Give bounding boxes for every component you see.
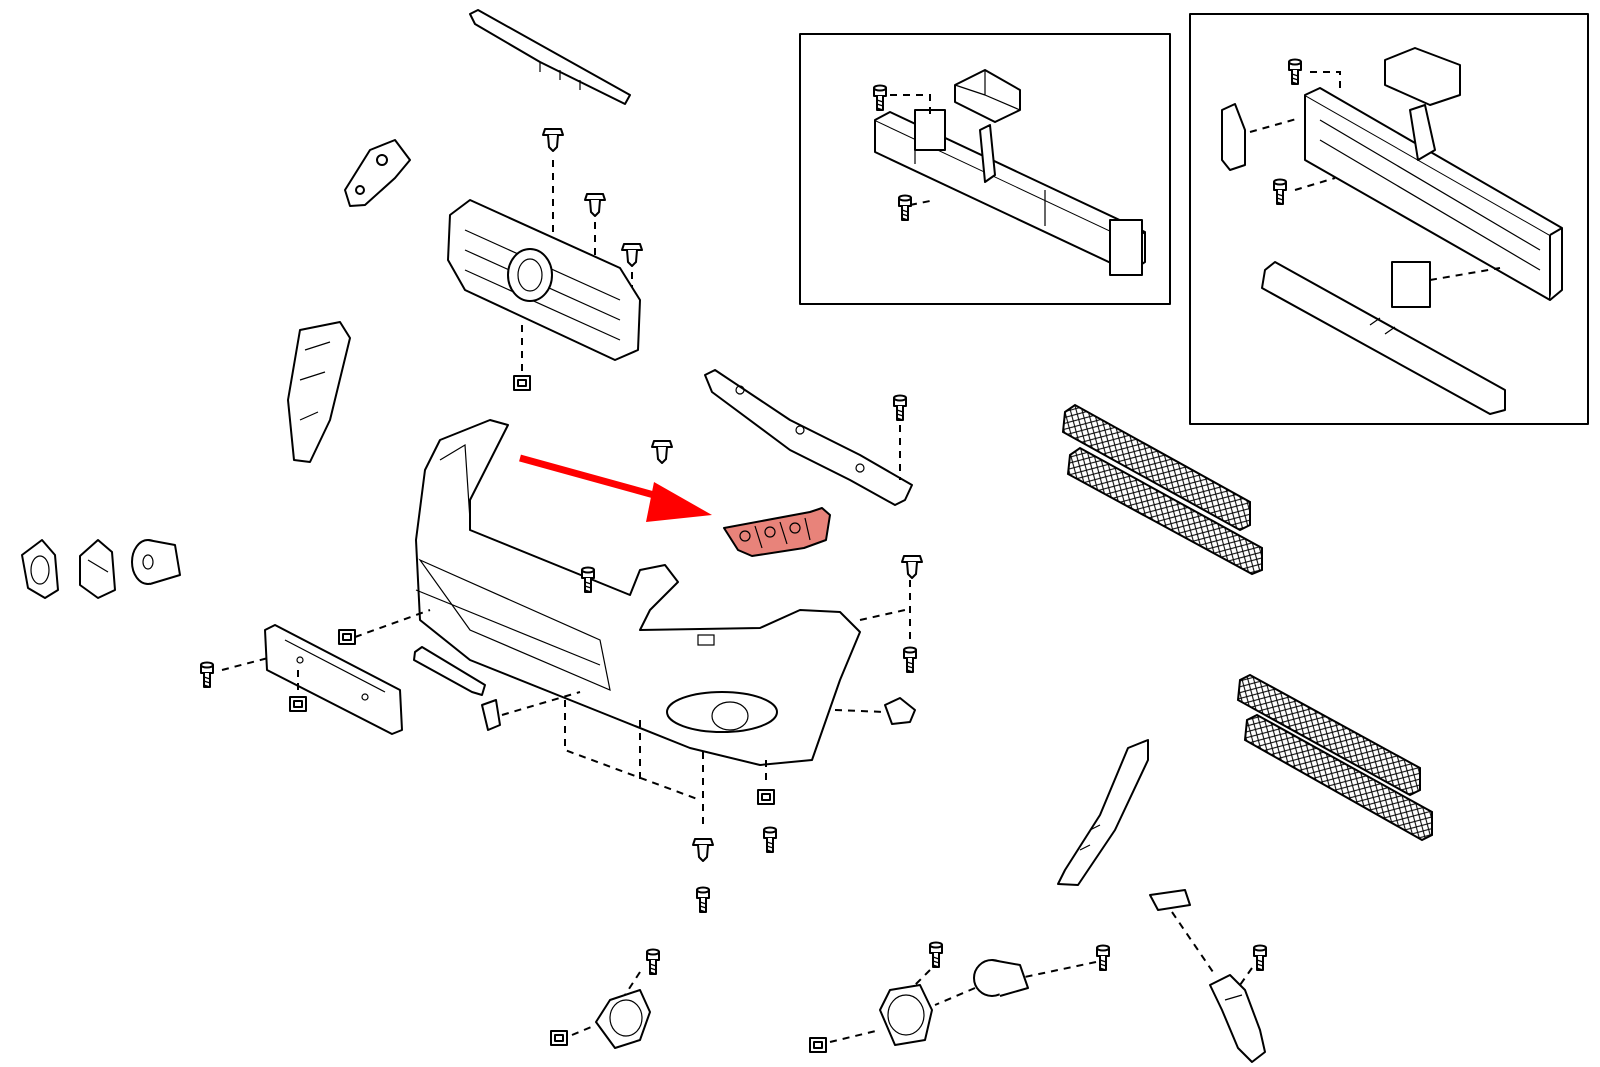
clip-icon [584,193,606,217]
bracket-icon [481,699,501,731]
absorber-icon [954,69,1021,123]
bumper-bracket-icon [723,507,831,557]
side-retainer-icon [1221,103,1246,171]
headlamp-filler-icon [287,321,351,463]
bumper-reinforcement-icon [1304,87,1563,301]
bolt-icon [893,394,907,421]
fog-lamp-bracket-icon [21,539,59,599]
license-plate-bracket-icon [264,624,403,735]
fog-lamp-cover-icon [595,989,651,1049]
retainer-icon [884,697,916,725]
clip-icon [901,555,923,579]
lower-grille-icon [1236,673,1433,842]
reinforcement-inset-2 [1189,13,1589,425]
absorber-icon [1384,47,1461,106]
bumper-reinforcement-icon [874,109,1146,276]
fog-lamp-housing-icon [79,539,116,599]
nut-icon [338,629,356,645]
clip-icon [692,838,714,862]
side-filler-icon [1057,739,1149,886]
spacer-icon [1391,261,1431,308]
radiator-grille-icon [447,199,641,361]
pointer-arrow-icon [519,454,712,522]
reinforcement-inset-1 [799,33,1171,305]
bolt-icon [1253,944,1267,971]
energy-absorber-icon [1261,261,1506,415]
bracket-icon [1409,104,1436,161]
nut-icon [550,1030,568,1046]
grille-molding-icon [469,9,631,105]
bolt-icon [646,948,660,975]
bolt-icon [929,941,943,968]
upper-support-icon [704,369,913,506]
fog-lamp-icon [131,539,181,585]
bolt-icon [763,826,777,853]
grille-bracket-icon [344,139,411,207]
fog-lamp-icon [973,959,1029,997]
clip-icon [542,128,564,152]
bolt-icon [696,886,710,913]
fog-lamp-bracket-icon [879,984,933,1046]
bumper-cover-icon [415,419,861,766]
lower-molding-icon [413,646,486,696]
bolt-icon [200,661,214,688]
fog-lamp-bracket-icon [1209,974,1266,1063]
bracket-icon [979,124,996,183]
clip-icon [621,243,643,267]
bolt-icon [1096,944,1110,971]
nut-icon [809,1037,827,1053]
upper-lower-grille-icon [1061,403,1263,576]
nut-icon [289,696,307,712]
bracket-cover-icon [1149,889,1191,911]
nut-icon [513,375,531,391]
nut-icon [757,789,775,805]
clip-icon [651,440,673,464]
bolt-icon [903,646,917,673]
